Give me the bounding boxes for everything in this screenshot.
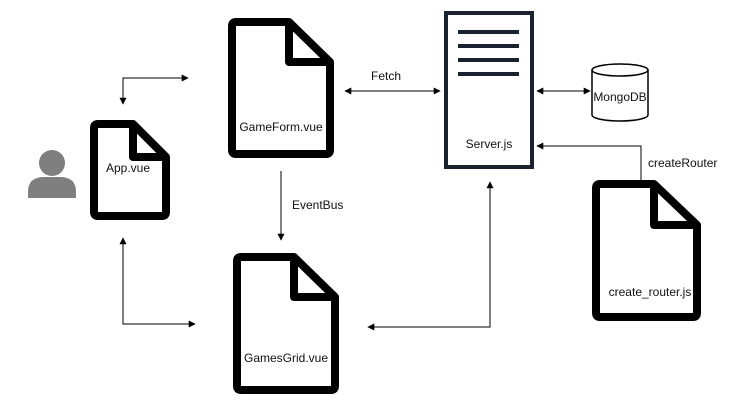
gamesgrid-server-arrow [367,181,494,331]
create-router-label: create_router.js [609,285,692,299]
file-icon [228,18,334,158]
gameform-node: GameForm.vue [228,18,334,158]
server-node: Server.js [444,11,534,169]
file-icon [592,180,701,321]
fetch-label: Fetch [371,69,401,83]
mongodb-label: MongoDB [593,90,646,104]
connectors [119,74,642,331]
create-router-node: create_router.js [592,180,701,321]
gamesgrid-node: GamesGrid.vue [233,253,339,394]
app-gamesgrid-arrow [119,237,196,328]
user-icon [28,150,76,198]
server-icon [444,11,534,169]
file-icon [233,253,339,394]
gamesgrid-label: GamesGrid.vue [244,351,328,365]
gameform-label: GameForm.vue [239,120,323,134]
createrouter-arrow [536,142,642,180]
app-gameform-arrow [119,74,189,105]
app-label: App.vue [106,161,150,175]
file-icon [90,120,170,220]
createrouter-label: createRouter [648,156,717,170]
database-icon [591,63,649,122]
app-node: App.vue [90,120,170,220]
mongodb-node: MongoDB [591,63,649,122]
eventbus-label: EventBus [292,198,343,212]
server-label: Server.js [466,137,513,151]
